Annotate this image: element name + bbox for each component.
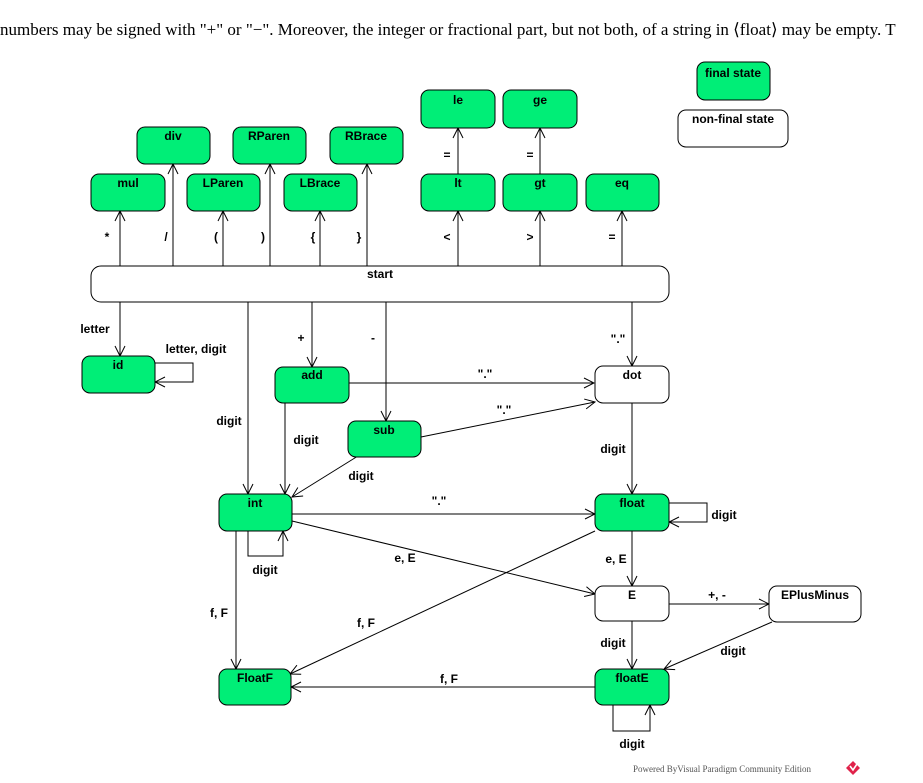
state-rparen-label: RParen	[248, 129, 290, 143]
state-floate-label: floatE	[615, 671, 648, 685]
state-id	[81, 355, 156, 394]
label-float-floatf: f, F	[357, 616, 375, 630]
state-gt-label: gt	[534, 176, 545, 190]
state-id-label: id	[113, 358, 124, 372]
legend: final state non-final state	[677, 61, 789, 148]
label-eq: =	[608, 230, 615, 244]
label-float-e: e, E	[605, 552, 626, 566]
label-int-dot: "."	[432, 494, 447, 508]
transitions	[120, 128, 773, 732]
state-dot-label: dot	[623, 368, 642, 382]
edge-pm-floate	[664, 621, 773, 669]
edge-float-floatf	[290, 530, 596, 674]
label-e-pm: +, -	[708, 588, 726, 602]
transition-labels: * / ( ) { } < > = = = letter letter, dig…	[80, 148, 745, 751]
state-floate	[594, 668, 670, 706]
label-lparen: (	[214, 230, 218, 244]
state-lbrace	[283, 173, 358, 212]
state-sub	[347, 420, 422, 458]
state-dot	[594, 365, 670, 404]
state-rbrace	[329, 126, 404, 165]
state-floatf-label: FloatF	[237, 671, 273, 685]
state-add	[274, 366, 350, 404]
state-ge-label: ge	[533, 93, 547, 107]
state-ge	[502, 89, 578, 129]
state-add-label: add	[301, 368, 322, 382]
legend-final-box	[696, 61, 771, 101]
state-le	[420, 89, 496, 129]
label-rbrace: }	[357, 230, 362, 244]
label-dot-float-digit: digit	[600, 442, 625, 456]
label-int-floatf: f, F	[210, 606, 228, 620]
state-gt	[502, 173, 578, 212]
state-epm-label: EPlusMinus	[781, 588, 849, 602]
states: le ge div RParen RBrace mul LParen LBrac…	[81, 89, 862, 706]
state-int-label: int	[248, 496, 263, 510]
label-e-floate-digit: digit	[600, 636, 625, 650]
state-epm	[768, 585, 862, 623]
state-div	[136, 126, 211, 165]
label-rparen: )	[261, 230, 265, 244]
label-start-dot: "."	[611, 332, 626, 346]
state-lt-label: lt	[454, 176, 461, 190]
state-e	[594, 585, 670, 622]
state-eq-label: eq	[615, 176, 629, 190]
state-int	[218, 493, 293, 532]
label-int-e: e, E	[394, 551, 415, 565]
state-div-label: div	[164, 129, 182, 143]
legend-final-label: final state	[705, 66, 761, 80]
label-sub-int-digit: digit	[348, 469, 373, 483]
edge-id-loop	[155, 362, 194, 382]
state-lt	[420, 173, 496, 212]
state-mul-label: mul	[117, 176, 138, 190]
state-sub-label: sub	[373, 423, 394, 437]
legend-nonfinal-box	[677, 109, 789, 148]
label-ge-eq: =	[526, 148, 533, 162]
edge-sub-dot	[420, 402, 595, 438]
state-rparen	[232, 126, 307, 165]
edge-int-e	[291, 520, 595, 594]
credit-text: Powered ByVisual Paradigm Community Edit…	[633, 764, 811, 774]
state-floatf	[218, 668, 292, 706]
label-slash: /	[164, 230, 168, 244]
label-lbrace: {	[311, 230, 316, 244]
state-float-label: float	[619, 496, 644, 510]
state-lparen-label: LParen	[203, 176, 244, 190]
label-plus: +	[297, 331, 304, 345]
logo-icon	[846, 761, 860, 775]
state-eq	[585, 173, 660, 212]
label-letter-digit: letter, digit	[166, 342, 227, 356]
label-le-eq: =	[443, 148, 450, 162]
label-start-int-digit: digit	[216, 414, 241, 428]
label-float-loop-digit: digit	[711, 508, 736, 522]
label-pm-floate-digit: digit	[720, 644, 745, 658]
edge-floate-loop	[612, 705, 650, 732]
label-gt: >	[526, 230, 533, 244]
edge-sub-int	[292, 455, 359, 497]
state-lparen	[186, 173, 261, 212]
state-e-label: E	[628, 588, 636, 602]
legend-nonfinal-label: non-final state	[692, 112, 774, 126]
intro-text: numbers may be signed with "+" or "−". M…	[0, 20, 896, 39]
state-rbrace-label: RBrace	[345, 129, 387, 143]
label-minus: -	[371, 331, 375, 345]
label-lt: <	[443, 230, 450, 244]
label-letter: letter	[80, 322, 110, 336]
label-add-int-digit: digit	[293, 433, 318, 447]
edge-int-loop	[247, 531, 283, 557]
label-add-dot: "."	[478, 367, 493, 381]
state-float	[594, 493, 670, 532]
edge-float-loop	[669, 502, 708, 522]
state-lbrace-label: LBrace	[300, 176, 341, 190]
state-start	[90, 265, 670, 303]
state-le-label: le	[453, 93, 463, 107]
label-floate-floatf: f, F	[440, 672, 458, 686]
label-star: *	[105, 230, 110, 244]
state-start-label: start	[367, 267, 393, 281]
state-mul	[90, 173, 166, 212]
label-int-loop-digit: digit	[252, 563, 277, 577]
label-sub-dot: "."	[497, 403, 512, 417]
label-floate-loop-digit: digit	[619, 737, 644, 751]
